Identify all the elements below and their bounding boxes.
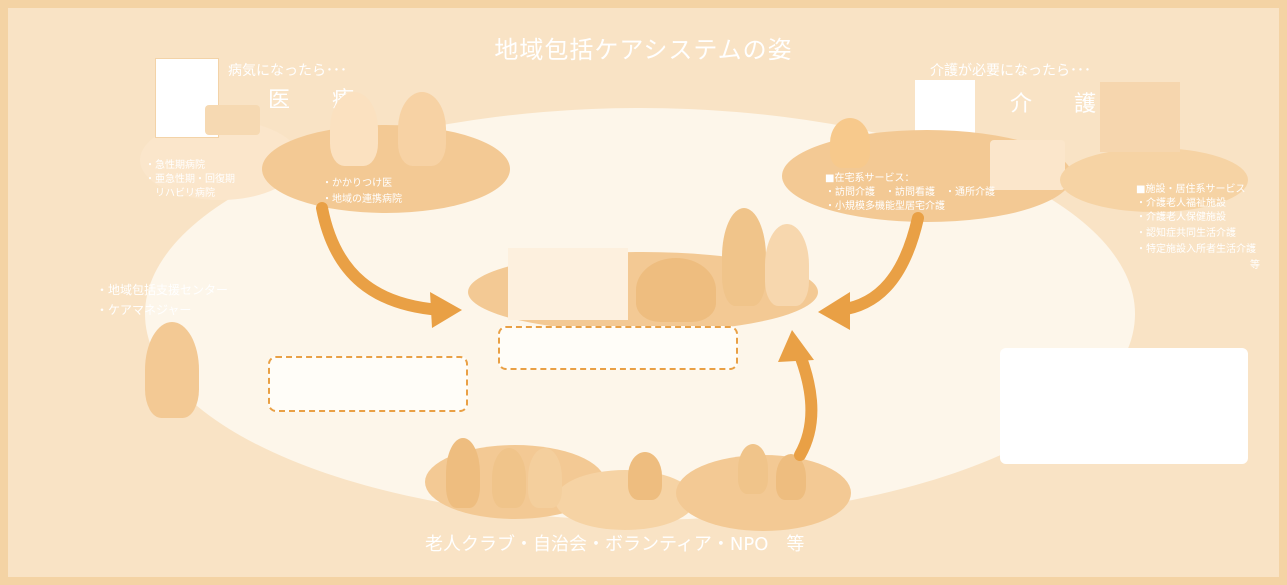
community-figure-6 bbox=[776, 454, 806, 500]
community-to-home-arrow bbox=[792, 344, 818, 461]
community-figure-4 bbox=[628, 452, 662, 500]
family-group-figure bbox=[636, 258, 716, 322]
facility-line-2: ・介護老人福祉施設 bbox=[1136, 198, 1226, 209]
community-figure-1 bbox=[446, 438, 480, 508]
home-care-figure bbox=[830, 118, 870, 168]
facility-line-5: ・特定施設入所者生活介護 bbox=[1136, 244, 1256, 255]
community-caption: 老人クラブ・自治会・ボランティア・NPO 等 bbox=[425, 534, 805, 555]
doctor-figure bbox=[330, 92, 378, 166]
hospital-bed-illustration bbox=[205, 105, 260, 135]
community-figure-2 bbox=[492, 448, 526, 508]
care-to-home-arrow bbox=[834, 212, 924, 316]
support-line-2: ・ケアマネジャー bbox=[96, 303, 192, 317]
clinic-line-2: ・地域の連携病院 bbox=[322, 194, 402, 205]
facility-building-illustration bbox=[1100, 82, 1180, 152]
facility-line-4: ・認知症共同生活介護 bbox=[1136, 228, 1236, 239]
hospital-line-3: リハビリ病院 bbox=[145, 188, 215, 199]
home-service-line-1: ■在宅系サービス： bbox=[825, 173, 915, 184]
care-manager-figure bbox=[145, 322, 199, 418]
speech-bubble-box bbox=[268, 356, 468, 412]
medical-to-home-arrow bbox=[316, 202, 446, 316]
home-service-line-3: ・小規模多機能型居宅介護 bbox=[825, 201, 945, 212]
support-line-1: ・地域包括支援センター bbox=[96, 283, 229, 297]
blank-note-area bbox=[1000, 348, 1248, 464]
home-bath-illustration bbox=[990, 140, 1065, 190]
facility-line-6: 等 bbox=[1250, 260, 1260, 271]
facility-bubble bbox=[1060, 148, 1248, 212]
hospital-line-1: ・急性期病院 bbox=[145, 160, 205, 171]
nurse-figure bbox=[398, 92, 446, 166]
house-illustration bbox=[508, 248, 628, 320]
diagram-title: 地域包括ケアシステムの姿 bbox=[494, 36, 793, 64]
community-figure-3 bbox=[528, 448, 562, 508]
facility-line-1: ■施設・居住系サービス bbox=[1136, 184, 1246, 195]
community-figure-5 bbox=[738, 444, 768, 494]
care-heading: 介 護 bbox=[1010, 92, 1107, 117]
care-prompt: 介護が必要になったら･･･ bbox=[930, 63, 1091, 79]
community-arrowhead bbox=[778, 330, 814, 362]
home-label-box bbox=[498, 326, 738, 370]
home-service-line-2: ・訪問介護 ・訪問看護 ・通所介護 bbox=[825, 187, 995, 198]
facility-line-3: ・介護老人保健施設 bbox=[1136, 212, 1226, 223]
community-bubble-2 bbox=[555, 470, 695, 530]
medical-arrowhead bbox=[430, 292, 462, 328]
hospital-line-2: ・亜急性期・回復期 bbox=[145, 174, 235, 185]
clinic-bubble bbox=[262, 125, 510, 213]
elderly-woman-figure bbox=[765, 224, 809, 306]
medical-prompt: 病気になったら･･･ bbox=[228, 63, 347, 79]
care-arrowhead bbox=[818, 292, 850, 330]
clinic-line-1: ・かかりつけ医 bbox=[322, 178, 393, 189]
elderly-man-figure bbox=[722, 208, 766, 306]
